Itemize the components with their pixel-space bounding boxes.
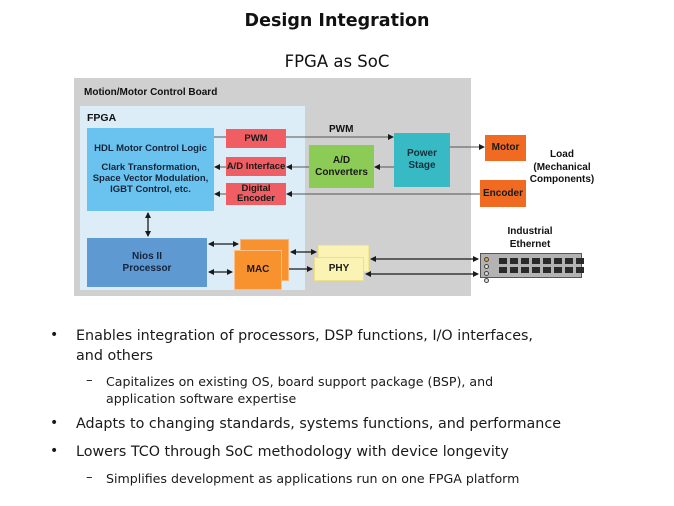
ethernet-port-icon (576, 258, 584, 264)
encoder-block: Encoder (480, 180, 526, 207)
ad-converters-block: A/D Converters (309, 145, 374, 188)
bullet-3-sub-1: Simplifies development as applications r… (106, 470, 519, 487)
board-label: Motion/Motor Control Board (84, 87, 218, 98)
ethernet-line1: Industrial (507, 226, 553, 237)
pwm-block: PWM (226, 129, 286, 148)
led-icon (484, 257, 489, 262)
ethernet-switch-icon (480, 253, 584, 283)
ethernet-port-icon (565, 258, 573, 264)
bullet-1-line1: Enables integration of processors, DSP f… (76, 328, 533, 344)
power-stage-line1: Power (406, 148, 437, 159)
hdl-body: Clark Transformation, Space Vector Modul… (92, 161, 209, 196)
bullet-glyph: • (50, 443, 59, 459)
load-line2: (Mechanical (533, 161, 591, 173)
ethernet-port-icon (554, 258, 562, 264)
bullet-1: Enables integration of processors, DSP f… (76, 326, 533, 366)
power-stage-line2: Stage (408, 160, 436, 171)
digital-encoder-line2: Encoder (236, 193, 275, 204)
digital-encoder-block: Digital Encoder (226, 183, 286, 205)
hdl-motor-control-logic-block: HDL Motor Control Logic Clark Transforma… (87, 128, 214, 211)
pwm-signal-label: PWM (329, 124, 354, 135)
slide-title: Design Integration (244, 11, 430, 31)
bullet-3-line1: Lowers TCO through SoC methodology with … (76, 444, 509, 460)
ethernet-port-icon (521, 258, 529, 264)
nios-line1: Nios II (131, 250, 162, 262)
load-line3: Components) (529, 174, 595, 185)
nios-line2: Processor (122, 262, 172, 274)
digital-encoder-line1: Digital (241, 183, 271, 195)
led-icon (484, 278, 489, 283)
bullet-2: Adapts to changing standards, systems fu… (76, 414, 561, 434)
switch-ports (499, 258, 584, 273)
ethernet-port-icon (499, 258, 507, 264)
phy-block: PHY (314, 257, 364, 281)
ethernet-port-icon (521, 267, 529, 273)
ethernet-port-icon (510, 258, 518, 264)
bullet-3-sub-1-line1: Simplifies development as applications r… (106, 471, 520, 486)
industrial-ethernet-label: Industrial Ethernet (490, 226, 570, 251)
nios-ii-processor-block: Nios II Processor (87, 238, 207, 287)
adc-line2: Converters (315, 166, 368, 178)
sub-bullet-glyph: – (86, 373, 93, 388)
mac-block: MAC (234, 250, 282, 290)
motor-block: Motor (485, 135, 526, 161)
ethernet-port-icon (510, 267, 518, 273)
bullet-2-line1: Adapts to changing standards, systems fu… (76, 416, 561, 432)
bullet-3: Lowers TCO through SoC methodology with … (76, 442, 509, 462)
ethernet-port-icon (576, 267, 584, 273)
led-icon (484, 271, 489, 276)
led-icon (484, 264, 489, 269)
switch-status-leds (484, 257, 489, 283)
sub-bullet-glyph: – (86, 470, 93, 485)
ethernet-port-icon (532, 267, 540, 273)
fpga-label: FPGA (87, 112, 117, 124)
load-line1: Load (550, 149, 574, 160)
ethernet-port-icon (543, 258, 551, 264)
bullet-1-sub-1: Capitalizes on existing OS, board suppor… (106, 373, 493, 407)
bullet-1-sub-1-line2: application software expertise (106, 391, 297, 406)
ad-interface-block: A/D Interface (226, 157, 286, 176)
ethernet-port-icon (532, 258, 540, 264)
bullet-glyph: • (50, 415, 59, 431)
power-stage-block: Power Stage (394, 133, 450, 187)
slide-subtitle: FPGA as SoC (284, 52, 390, 71)
bullet-1-sub-1-line1: Capitalizes on existing OS, board suppor… (106, 374, 494, 389)
hdl-heading: HDL Motor Control Logic (94, 143, 207, 155)
bullet-glyph: • (50, 327, 59, 343)
load-label: Load (Mechanical Components) (522, 149, 602, 187)
adc-line1: A/D (332, 154, 351, 166)
ethernet-port-icon (565, 267, 573, 273)
ethernet-line2: Ethernet (509, 238, 551, 250)
bullet-1-line2: and others (76, 348, 153, 364)
ethernet-port-icon (499, 267, 507, 273)
ethernet-port-icon (543, 267, 551, 273)
ethernet-port-icon (554, 267, 562, 273)
